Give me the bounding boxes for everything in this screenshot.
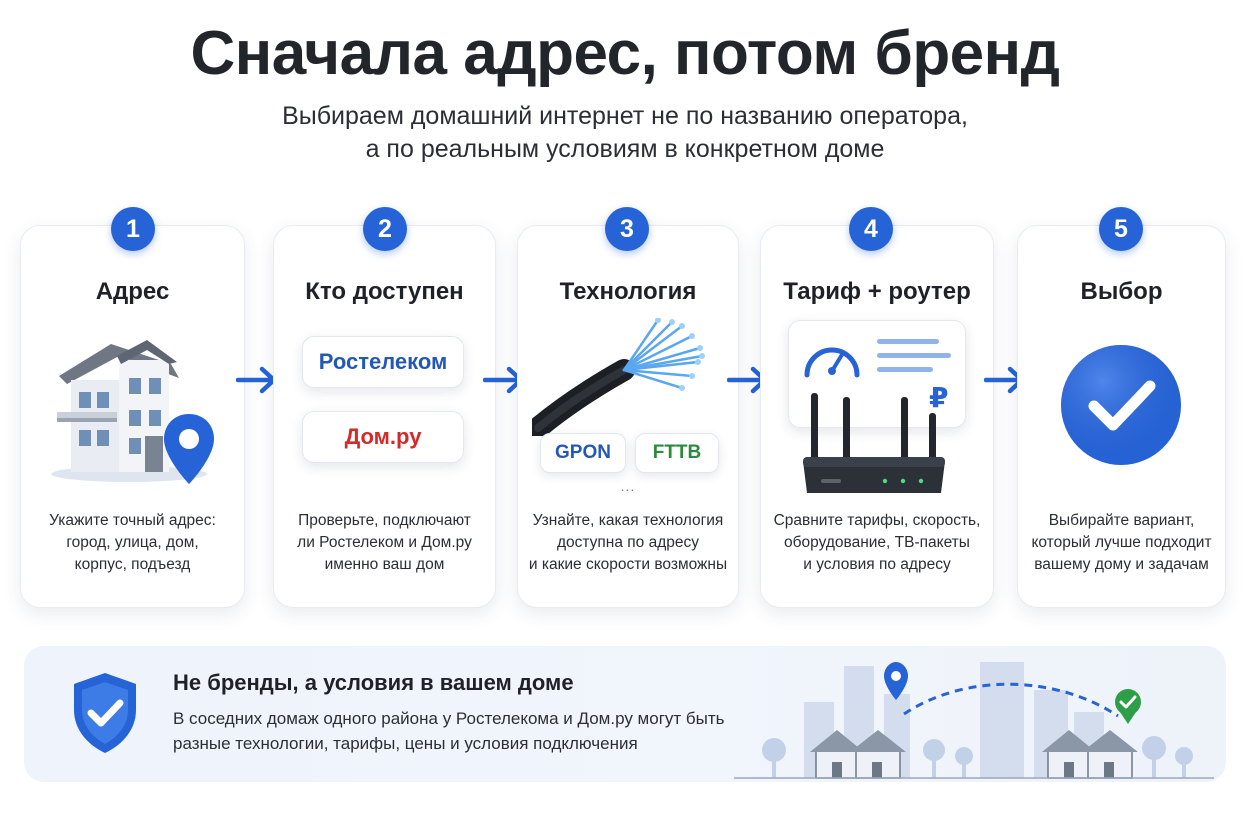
info-banner: Не бренды, а условия в вашем доме В сосе… [24, 646, 1226, 782]
step-card-choice: Выбор Выбирайте вариант, который лучше п… [1017, 225, 1226, 608]
location-pin-icon [164, 414, 214, 484]
tech-gpon: GPON [540, 433, 626, 473]
step-badge-5: 5 [1099, 207, 1143, 251]
step-card-technology: Технология GPON FTTB ... Узнайте, какая … [517, 225, 739, 608]
page-subtitle: Выбираем домашний интернет не по названи… [0, 100, 1250, 166]
page-title: Сначала адрес, потом бренд [190, 19, 1060, 88]
ruble-icon: ₽ [929, 382, 949, 413]
speedometer-icon [804, 347, 860, 378]
tariff-line [877, 367, 933, 372]
tech-fttb: FTTB [635, 433, 719, 473]
subtitle-line-2: а по реальным условиям в конкретном доме [365, 135, 885, 163]
step-title: Тариф + роутер [783, 278, 971, 305]
house-icon [51, 340, 207, 482]
step-description: Проверьте, подключают ли Ростелеком и До… [297, 512, 472, 573]
router-icon [803, 393, 945, 493]
tariff-line [877, 339, 939, 344]
step-title: Технология [559, 278, 697, 305]
subtitle-line-1: Выбираем домашний интернет не по названи… [282, 102, 968, 130]
step-badge-1: 1 [111, 207, 155, 251]
step-description: Сравните тарифы, скорость, оборудование,… [773, 512, 981, 573]
brand-rostelecom: Ростелеком [302, 336, 464, 388]
check-badge-green [1115, 689, 1141, 715]
step-card-address: Адрес Укажите точный адрес: город, улица… [20, 225, 245, 608]
step-badge-2: 2 [363, 207, 407, 251]
step-title: Адрес [95, 278, 170, 305]
step-card-providers: Кто доступен Ростелеком Дом.ру Проверьте… [273, 225, 496, 608]
step-description: Узнайте, какая технология доступна по ад… [528, 512, 728, 573]
more-indicator: ... [620, 478, 636, 494]
banner-text: В соседних домаж одного района у Ростеле… [173, 709, 725, 753]
step-description: Укажите точный адрес: город, улица, дом,… [49, 512, 216, 573]
step-card-tariff: Тариф + роутер ₽ Сравните тарифы, скорос… [760, 225, 994, 608]
neighborhood-illustration [734, 662, 1214, 779]
shield-check-icon [74, 673, 136, 753]
check-icon [1061, 345, 1181, 465]
banner-title: Не бренды, а условия в вашем доме [173, 670, 574, 695]
step-title: Кто доступен [305, 278, 464, 305]
step-description: Выбирайте вариант, который лучше подходи… [1031, 512, 1212, 573]
brand-domru: Дом.ру [302, 411, 464, 463]
step-badge-3: 3 [605, 207, 649, 251]
tariff-line [877, 353, 951, 358]
step-title: Выбор [1080, 278, 1163, 305]
step-badge-4: 4 [849, 207, 893, 251]
fiber-cable-icon [532, 318, 705, 436]
